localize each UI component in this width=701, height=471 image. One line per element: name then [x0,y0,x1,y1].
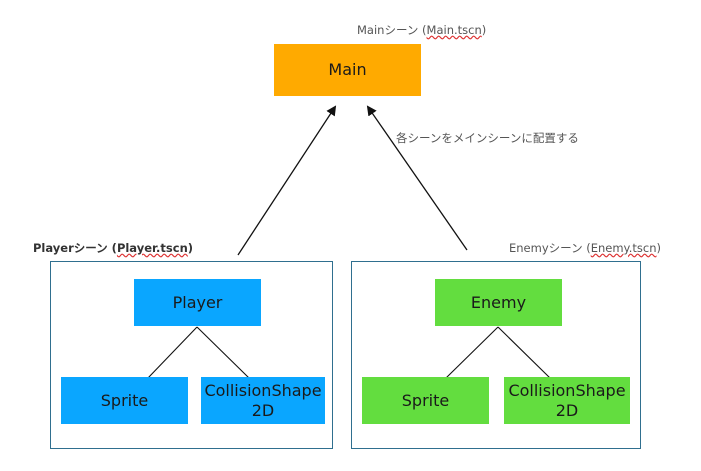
player-collision-label-line1: CollisionShape [204,380,322,400]
edge-player-collision [196,326,250,379]
enemy-sprite-label: Sprite [401,390,450,410]
player-root-node: Player [134,279,261,326]
player-root-label: Player [172,292,223,312]
enemy-root-node: Enemy [435,279,562,326]
main-node-label: Main [328,60,367,79]
player-scene-box [50,261,333,449]
main-scene-filename: Main.tscn [426,23,482,37]
main-node: Main [274,44,421,96]
enemy-scene-box [351,261,641,449]
player-collision-label-line2: 2D [251,400,275,420]
player-scene-filename: Player.tscn [116,241,188,255]
player-sprite-label: Sprite [100,390,149,410]
player-sprite-node: Sprite [61,377,188,424]
enemy-scene-caption: Enemyシーン (Enemy.tscn) [509,241,661,255]
placement-note: 各シーンをメインシーンに配置する [396,131,579,145]
arrow-enemy-to-main [366,105,468,251]
edge-enemy-sprite [445,326,499,379]
enemy-collision-label-line2: 2D [555,400,579,420]
edge-enemy-collision [497,326,551,379]
enemy-collision-label-line1: CollisionShape [508,380,626,400]
enemy-collision-node: CollisionShape 2D [504,377,630,424]
player-collision-node: CollisionShape 2D [201,377,325,424]
enemy-root-label: Enemy [470,292,527,312]
enemy-sprite-node: Sprite [362,377,489,424]
arrow-player-to-main [237,105,337,256]
enemy-scene-filename: Enemy.tscn [590,241,657,255]
main-scene-caption: Mainシーン (Main.tscn) [357,23,487,37]
player-scene-caption: Playerシーン (Player.tscn) [33,241,194,255]
edge-player-sprite [147,326,198,379]
